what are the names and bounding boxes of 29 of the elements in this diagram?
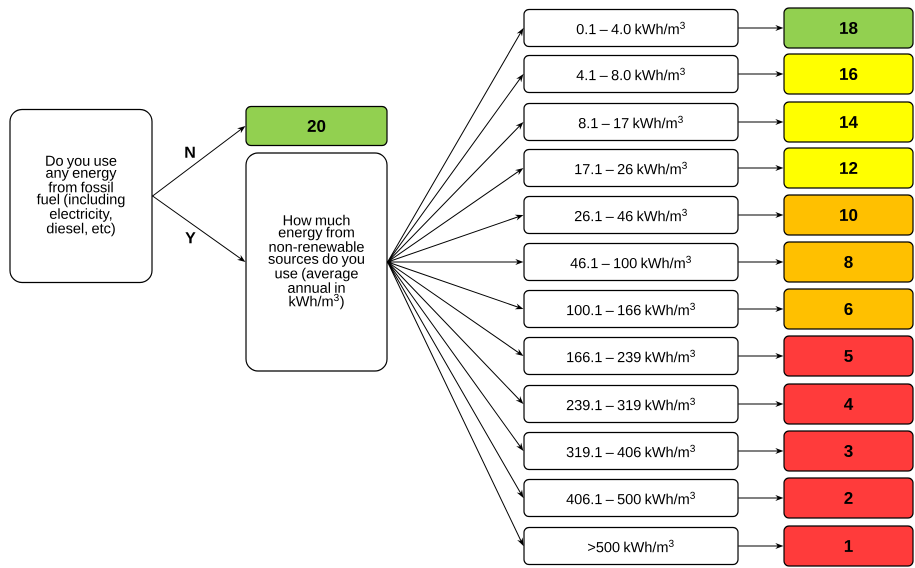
- range-box: 17.1 – 26 kWh/m$^{3}$: [523, 148, 739, 188]
- score-box: 5: [783, 335, 914, 377]
- question-box: How much energy from non-renewable sources do you use (average annual in kWh/m$^{3}$): [245, 152, 388, 372]
- range-box: 0.1 – 4.0 kWh/m$^{3}$: [523, 8, 739, 48]
- score-box: 14: [783, 101, 914, 143]
- score-box: 3: [783, 430, 914, 472]
- range-box: 406.1 – 500 kWh/m$^{3}$: [523, 478, 739, 518]
- score-box: 18: [783, 7, 914, 49]
- range-box: 319.1 – 406 kWh/m$^{3}$: [523, 432, 739, 470]
- range-box: 166.1 – 239 kWh/m$^{3}$: [523, 336, 739, 376]
- range-box: 26.1 – 46 kWh/m$^{3}$: [523, 196, 739, 234]
- range-box: 46.1 – 100 kWh/m$^{3}$: [523, 242, 739, 282]
- edge-label: Y: [184, 231, 197, 244]
- question-box: Do you use any energy from fossil fuel (including electricity, diesel, etc): [9, 108, 153, 284]
- edge-label: N: [183, 146, 197, 159]
- score-box: 12: [783, 147, 914, 189]
- score-box: 2: [783, 477, 914, 519]
- range-box: 239.1 – 319 kWh/m$^{3}$: [523, 384, 739, 424]
- range-box: 100.1 – 166 kWh/m$^{3}$: [523, 290, 739, 328]
- score-box: 8: [783, 241, 914, 283]
- score-box: 6: [783, 288, 914, 330]
- score-box: 20: [245, 106, 388, 146]
- range-box: >500 kWh/m$^{3}$: [523, 526, 739, 566]
- score-box: 10: [783, 194, 914, 236]
- score-box: 1: [783, 525, 914, 567]
- range-box: 8.1 – 17 kWh/m$^{3}$: [523, 102, 739, 142]
- score-box: 16: [783, 53, 914, 95]
- range-box: 4.1 – 8.0 kWh/m$^{3}$: [523, 54, 739, 94]
- score-box: 4: [783, 383, 914, 425]
